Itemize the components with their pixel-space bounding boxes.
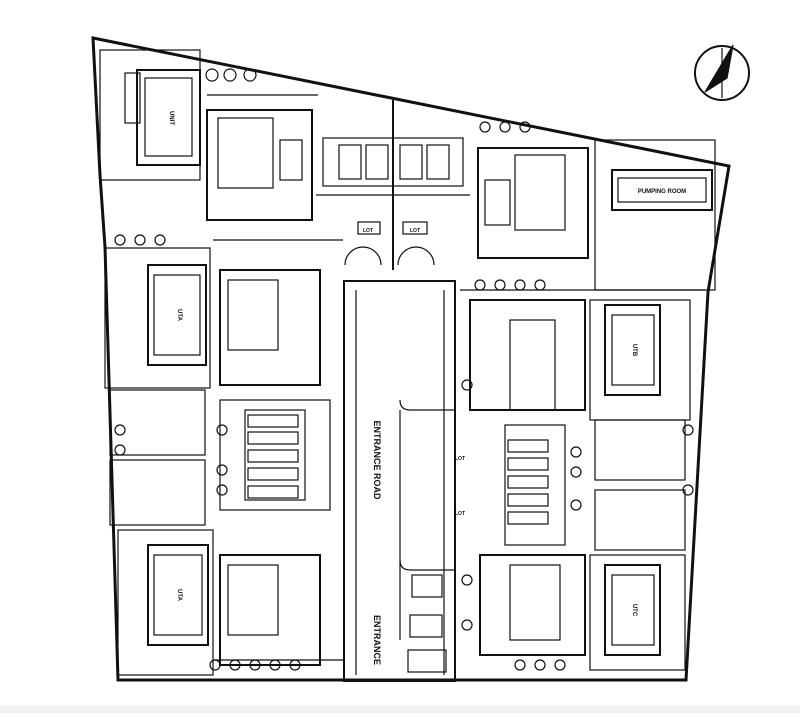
bottom-band [0,705,800,713]
parking-label-3: LOT [455,456,465,462]
gatehouse [316,100,470,270]
tree-icon [114,68,694,671]
right-houses [460,139,716,671]
pumping-room-label: PUMPING ROOM [638,189,686,195]
left-houses [99,49,343,676]
utb-label: UTB [631,344,637,357]
uta-lower-label: UTA [176,589,182,602]
entrance-road-label: ENTRANCE ROAD [372,420,382,500]
entrance-road [343,280,456,682]
parking-label-1: LOT [363,228,373,234]
parking-label-2: LOT [410,228,420,234]
unit-label: UNIT [168,111,174,125]
uta-upper-label: UTA [176,309,182,322]
parking-label-4: LOT [455,511,465,517]
utc-label: UTC [631,604,637,617]
entrance-label: ENTRANCE [372,615,382,665]
north-arrow-icon [694,44,750,101]
site-boundary [91,36,731,682]
parking-area [247,414,549,673]
